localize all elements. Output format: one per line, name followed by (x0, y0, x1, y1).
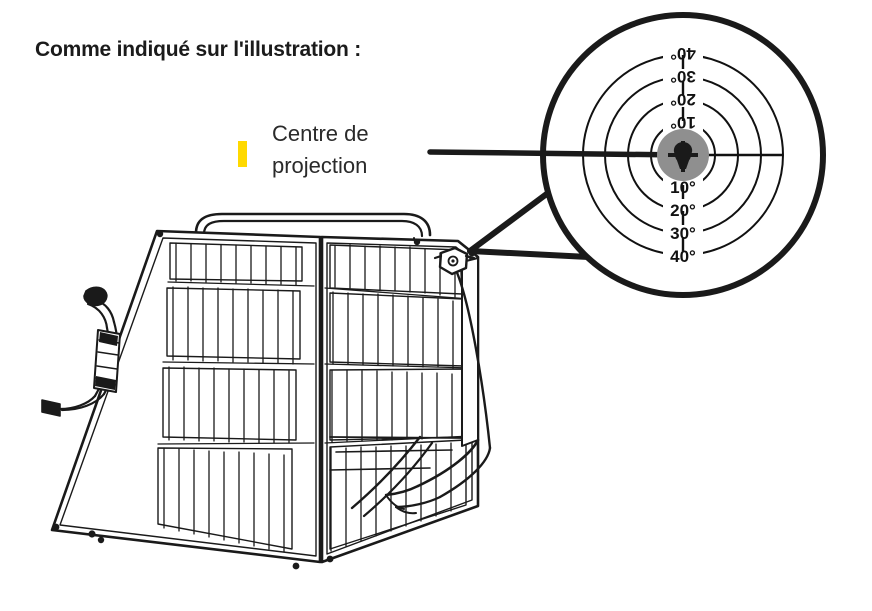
page-title: Comme indiqué sur l'illustration : (35, 38, 362, 61)
callout-label-line-1: Centre de (272, 121, 369, 146)
folding-solar-panel (41, 212, 492, 570)
label-gaps (663, 43, 703, 267)
lower-label-10: 10° (670, 178, 696, 197)
upper-label-40: 40° (670, 44, 696, 63)
bullet-marker-icon (238, 141, 247, 167)
lower-label-20: 20° (670, 201, 696, 220)
sun-angle-indicator (433, 246, 476, 276)
kickstand (329, 257, 492, 518)
left-panel-wing (50, 229, 322, 564)
inline-junction-module (93, 329, 121, 393)
lower-label-40: 40° (670, 247, 696, 266)
upper-label-30: 30° (670, 67, 696, 86)
horizontal-leader-line (427, 149, 686, 158)
projection-center-hub (657, 129, 709, 181)
lower-angle-labels: 10° 20° 30° 40° (670, 178, 696, 266)
upper-label-10: 10° (670, 113, 696, 132)
callout-label: Centre de projection (272, 118, 442, 182)
output-cable (41, 286, 121, 417)
lower-label-30: 30° (670, 224, 696, 243)
upper-label-20: 20° (670, 90, 696, 109)
magnifier-circle: 40° 30° 20° 10° 10° 20° 30° 40° (427, 12, 826, 298)
callout-label-line-2: projection (272, 152, 368, 178)
upper-angle-labels: 40° 30° 20° 10° (670, 44, 696, 132)
